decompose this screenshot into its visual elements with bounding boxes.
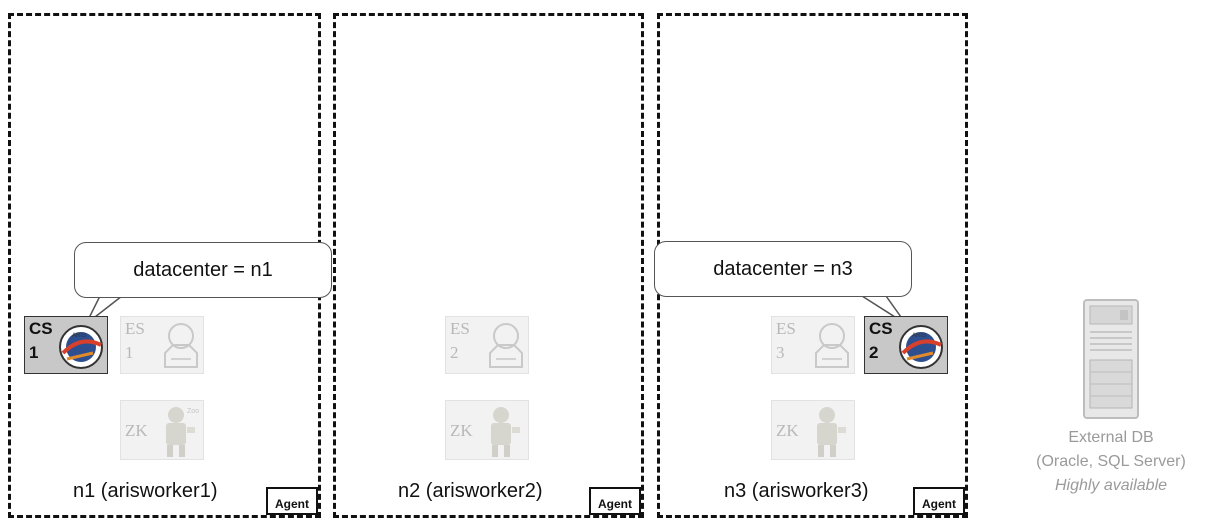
es2-number: 2 [450, 343, 459, 362]
external-db-availability: Highly available [1054, 477, 1168, 494]
zk3-name: ZK [776, 421, 799, 440]
node-n2-label: n2 (arisworker2) [398, 480, 543, 502]
elasticsearch-icon [164, 323, 198, 368]
node-n3-container: n3 (arisworker3) Agent [657, 13, 968, 518]
zookeeper-icon: Zoo [166, 407, 199, 457]
node-n3-label: n3 (arisworker3) [724, 480, 869, 502]
es1-name: ES [125, 319, 145, 338]
node-n1-label: n1 (arisworker1) [73, 480, 218, 502]
cs2-name: CS [869, 319, 893, 338]
es2-component: ES 2 [445, 316, 529, 374]
agent-n1-box: Agent [266, 487, 318, 515]
cs2-number: 2 [869, 343, 879, 362]
cs1-number: 1 [29, 343, 39, 362]
svg-text:Zoo: Zoo [187, 408, 199, 415]
external-db-group: External DB (Oracle, SQL Server) Highly … [1008, 298, 1214, 498]
cs2-component: CS 2 ARIS [864, 316, 948, 374]
svg-text:ARIS: ARIS [912, 333, 926, 339]
zk1-component: ZK Zoo [120, 400, 204, 460]
server-icon [1083, 299, 1139, 419]
elasticsearch-icon [815, 323, 849, 368]
external-db-types: (Oracle, SQL Server) [1036, 453, 1186, 470]
es3-name: ES [776, 319, 796, 338]
external-db-title: External DB [1068, 429, 1154, 446]
zk1-name: ZK [125, 421, 148, 440]
es1-number: 1 [125, 343, 134, 362]
cloudsearch-badge-icon: ARIS [899, 325, 943, 369]
cloudsearch-badge-icon: ARIS [59, 325, 103, 369]
zookeeper-icon [817, 407, 846, 457]
es1-component: ES 1 [120, 316, 204, 374]
agent-n3-box: Agent [913, 487, 965, 515]
node-n2-container: n2 (arisworker2) Agent [333, 13, 644, 518]
es3-number: 3 [776, 343, 785, 362]
svg-text:ARIS: ARIS [72, 333, 86, 339]
callout-datacenter-n3: datacenter = n3 [654, 241, 912, 297]
elasticsearch-icon [489, 323, 523, 368]
es3-component: ES 3 [771, 316, 855, 374]
zk3-component: ZK [771, 400, 855, 460]
zk2-name: ZK [450, 421, 473, 440]
callout-datacenter-n1: datacenter = n1 [74, 242, 332, 298]
zookeeper-icon [491, 407, 520, 457]
cs1-component: CS 1 ARIS [24, 316, 108, 374]
cs1-name: CS [29, 319, 53, 338]
es2-name: ES [450, 319, 470, 338]
zk2-component: ZK [445, 400, 529, 460]
agent-n2-box: Agent [589, 487, 641, 515]
